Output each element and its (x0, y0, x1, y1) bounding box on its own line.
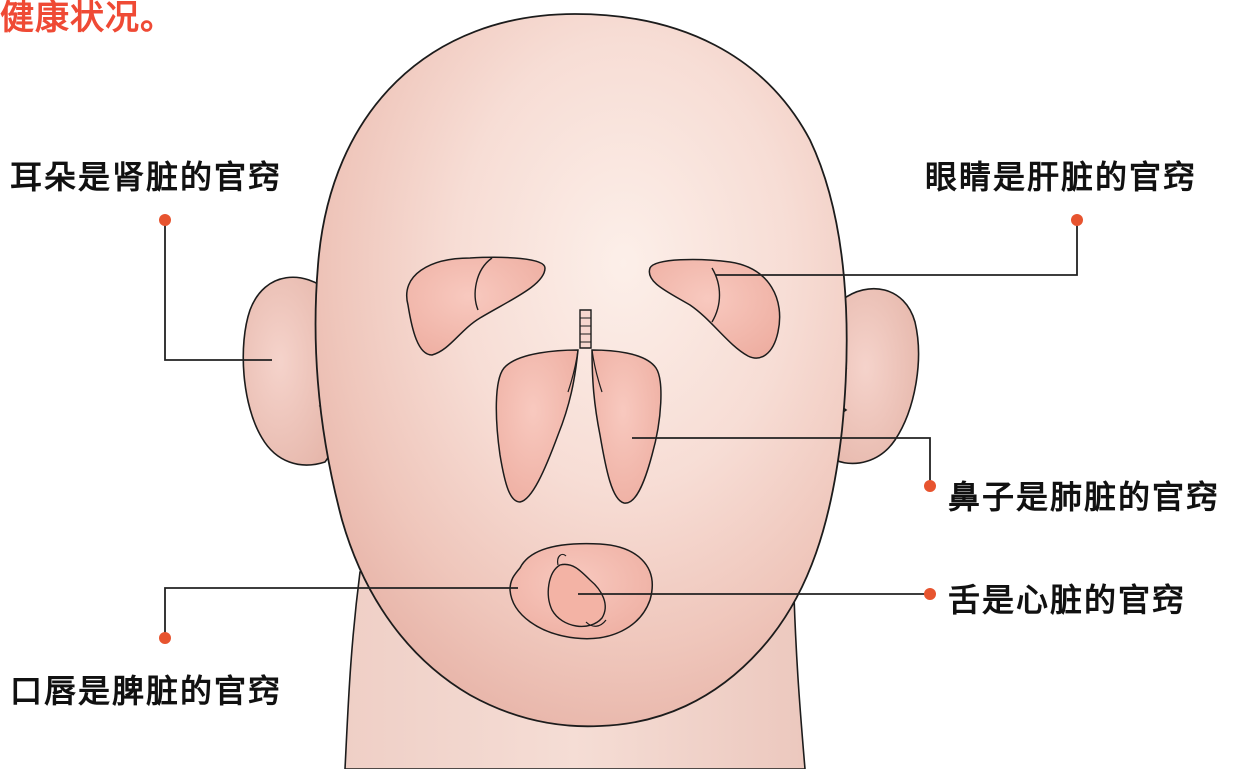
label-eyes: 眼睛是肝脏的官窍 (925, 152, 1197, 198)
dot-tongue (924, 588, 936, 600)
label-nose: 鼻子是肺脏的官窍 (948, 472, 1220, 518)
label-tongue: 舌是心脏的官窍 (948, 575, 1186, 621)
label-ears: 耳朵是肾脏的官窍 (10, 152, 282, 198)
label-lips: 口唇是脾脏的官窍 (10, 666, 282, 712)
dot-nose (924, 480, 936, 492)
dot-lips (159, 632, 171, 644)
dot-ears (159, 214, 171, 226)
dot-eyes (1071, 214, 1083, 226)
